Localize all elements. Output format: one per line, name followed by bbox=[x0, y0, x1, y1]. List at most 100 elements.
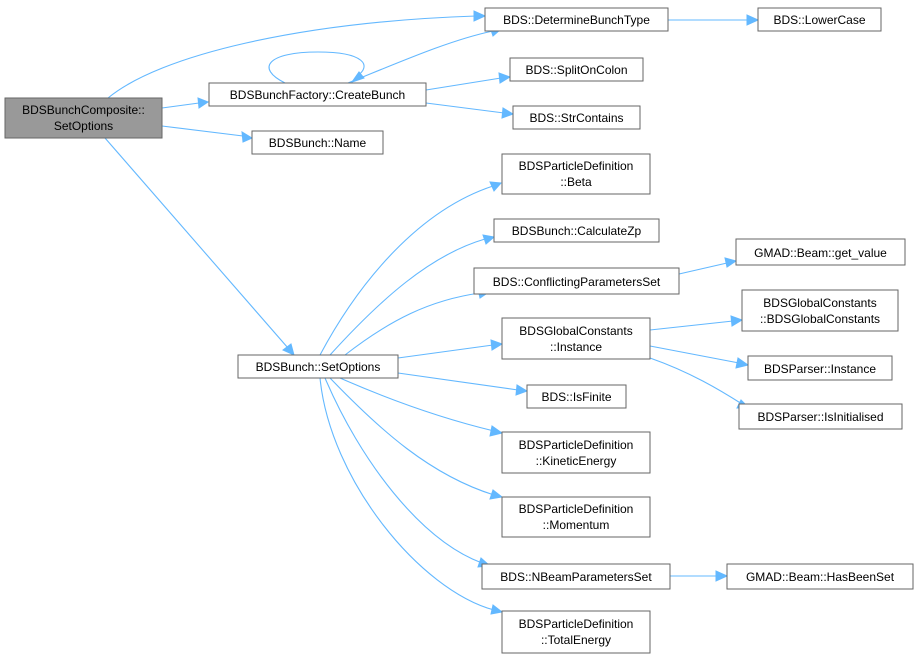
arrowhead-icon bbox=[490, 339, 504, 351]
node-label-line: SetOptions bbox=[54, 119, 113, 133]
node-determine-bunch-type[interactable]: BDS::DetermineBunchType bbox=[484, 7, 669, 32]
edge-root-to-bunch-name bbox=[161, 125, 254, 143]
edge-bunch-set-options-to-kinetic-energy bbox=[339, 377, 504, 437]
edge-line bbox=[397, 344, 494, 359]
arrowhead-icon bbox=[515, 384, 529, 396]
arrowhead-icon bbox=[489, 181, 503, 192]
edge-bunch-set-options-to-conflicting-params bbox=[344, 288, 491, 356]
edge-create-bunch-to-create-bunch bbox=[268, 51, 365, 84]
node-label-line: BDSGlobalConstants bbox=[519, 324, 632, 338]
edge-line bbox=[161, 125, 244, 137]
arrowhead-icon bbox=[724, 257, 738, 268]
node-label-line: BDSBunch::CalculateZp bbox=[512, 224, 642, 238]
node-particle-total-energy[interactable]: BDSParticleDefinition ::TotalEnergy bbox=[501, 610, 651, 654]
node-bdsbunchcomposite-setoptions[interactable]: BDSBunchComposite:: SetOptions bbox=[4, 97, 163, 139]
arrowhead-icon bbox=[482, 234, 496, 245]
node-n-beam-parameters-set[interactable]: BDS::NBeamParametersSet bbox=[481, 563, 671, 590]
node-has-been-set[interactable]: GMAD::Beam::HasBeenSet bbox=[726, 563, 914, 590]
edge-create-bunch-to-str-contains bbox=[425, 102, 515, 119]
arrowhead-icon bbox=[241, 131, 254, 143]
arrowhead-icon bbox=[350, 71, 365, 83]
node-particle-kinetic-energy[interactable]: BDSParticleDefinition ::KineticEnergy bbox=[501, 431, 651, 474]
nodes-layer: BDSBunchComposite:: SetOptions BDS::Dete… bbox=[4, 7, 914, 654]
node-label-line: BDSBunchFactory::CreateBunch bbox=[230, 88, 405, 102]
node-parser-instance[interactable]: BDSParser::Instance bbox=[747, 355, 893, 381]
node-label-line: BDS::StrContains bbox=[529, 111, 623, 125]
edge-line bbox=[649, 320, 734, 331]
node-str-contains[interactable]: BDS::StrContains bbox=[512, 105, 641, 130]
node-label-line: GMAD::Beam::HasBeenSet bbox=[746, 570, 895, 584]
edge-line bbox=[678, 262, 728, 275]
node-create-bunch[interactable]: BDSBunchFactory::CreateBunch bbox=[208, 82, 427, 107]
edge-line bbox=[268, 51, 365, 84]
edge-bunch-set-options-to-momentum bbox=[329, 377, 504, 500]
edge-root-to-bunch-set-options bbox=[104, 137, 295, 356]
arrowhead-icon bbox=[498, 72, 512, 84]
arrowhead-icon bbox=[473, 10, 487, 22]
edge-line bbox=[425, 77, 502, 91]
node-get-value[interactable]: GMAD::Beam::get_value bbox=[735, 238, 906, 266]
edge-n-beam-params-to-has-been-set bbox=[670, 570, 729, 582]
node-label-line: BDSParticleDefinition bbox=[519, 438, 634, 452]
edge-line bbox=[344, 292, 481, 356]
node-conflicting-parameters-set[interactable]: BDS::ConflictingParametersSet bbox=[473, 267, 680, 295]
edge-line bbox=[319, 377, 495, 611]
node-label-line: BDS::LowerCase bbox=[773, 13, 865, 27]
node-lower-case[interactable]: BDS::LowerCase bbox=[757, 7, 882, 32]
arrowhead-icon bbox=[735, 357, 750, 369]
node-label-line: BDSParticleDefinition bbox=[519, 502, 634, 516]
node-label-line: BDSParser::IsInitialised bbox=[757, 410, 883, 424]
edge-bunch-set-options-to-total-energy bbox=[319, 377, 504, 615]
edge-line bbox=[324, 377, 483, 564]
edge-gc-instance-to-parser-instance bbox=[649, 345, 750, 369]
edge-line bbox=[329, 238, 486, 356]
edge-bunch-set-options-to-calculate-zp bbox=[329, 234, 496, 356]
edge-line bbox=[425, 102, 505, 114]
node-global-constants-ctor[interactable]: BDSGlobalConstants ::BDSGlobalConstants bbox=[741, 289, 899, 332]
node-label-line: ::Beta bbox=[560, 175, 592, 189]
arrowhead-icon bbox=[715, 570, 729, 582]
edge-bunch-set-options-to-beta bbox=[319, 181, 503, 356]
edge-line bbox=[347, 30, 494, 84]
node-label-line: BDSGlobalConstants bbox=[763, 296, 876, 310]
node-label-line: BDS::DetermineBunchType bbox=[503, 13, 650, 27]
node-parser-is-initialised[interactable]: BDSParser::IsInitialised bbox=[738, 403, 903, 430]
edge-bunch-set-options-to-gc-instance bbox=[397, 339, 504, 359]
edge-line bbox=[397, 372, 519, 391]
edge-line bbox=[329, 377, 495, 496]
node-split-on-colon[interactable]: BDS::SplitOnColon bbox=[509, 57, 644, 82]
node-is-finite[interactable]: BDS::IsFinite bbox=[526, 384, 627, 409]
edge-bunch-set-options-to-is-finite bbox=[397, 372, 529, 396]
arrowhead-icon bbox=[282, 343, 295, 356]
arrowhead-icon bbox=[746, 14, 760, 26]
edge-conflicting-params-to-get-value bbox=[678, 257, 738, 275]
node-particle-beta[interactable]: BDSParticleDefinition ::Beta bbox=[501, 153, 651, 195]
node-bunch-name[interactable]: BDSBunch::Name bbox=[251, 130, 384, 155]
node-label-line: BDS::IsFinite bbox=[541, 390, 611, 404]
node-global-constants-instance[interactable]: BDSGlobalConstants ::Instance bbox=[501, 317, 651, 360]
edge-line bbox=[104, 137, 289, 349]
edge-gc-instance-to-parser-initialised bbox=[649, 357, 751, 409]
node-label-line: BDS::SplitOnColon bbox=[525, 63, 627, 77]
node-label-line: ::TotalEnergy bbox=[541, 633, 611, 647]
node-particle-momentum[interactable]: BDSParticleDefinition ::Momentum bbox=[501, 496, 651, 538]
node-calculate-zp[interactable]: BDSBunch::CalculateZp bbox=[493, 218, 660, 243]
node-label-line: BDS::ConflictingParametersSet bbox=[493, 275, 661, 289]
node-label-line: BDSBunchComposite:: bbox=[22, 103, 145, 117]
arrowhead-icon bbox=[501, 107, 515, 119]
node-label-line: BDSBunch::SetOptions bbox=[256, 360, 381, 374]
edge-gc-instance-to-gc-ctor bbox=[649, 315, 744, 331]
arrowhead-icon bbox=[490, 604, 504, 615]
edge-root-to-create-bunch bbox=[161, 97, 210, 109]
edge-root-to-determine-bunch-type bbox=[107, 10, 487, 99]
edge-line bbox=[649, 345, 740, 364]
node-label-line: BDS::NBeamParametersSet bbox=[500, 570, 652, 584]
node-bdsbunch-setoptions[interactable]: BDSBunch::SetOptions bbox=[237, 354, 399, 379]
edge-line bbox=[339, 377, 495, 432]
arrowhead-icon bbox=[197, 97, 210, 109]
edge-determine-bunch-type-to-lower-case bbox=[668, 14, 760, 26]
edge-line bbox=[649, 357, 743, 405]
arrowhead-icon bbox=[489, 425, 504, 437]
edge-create-bunch-to-determine-bunch-type bbox=[347, 26, 503, 84]
